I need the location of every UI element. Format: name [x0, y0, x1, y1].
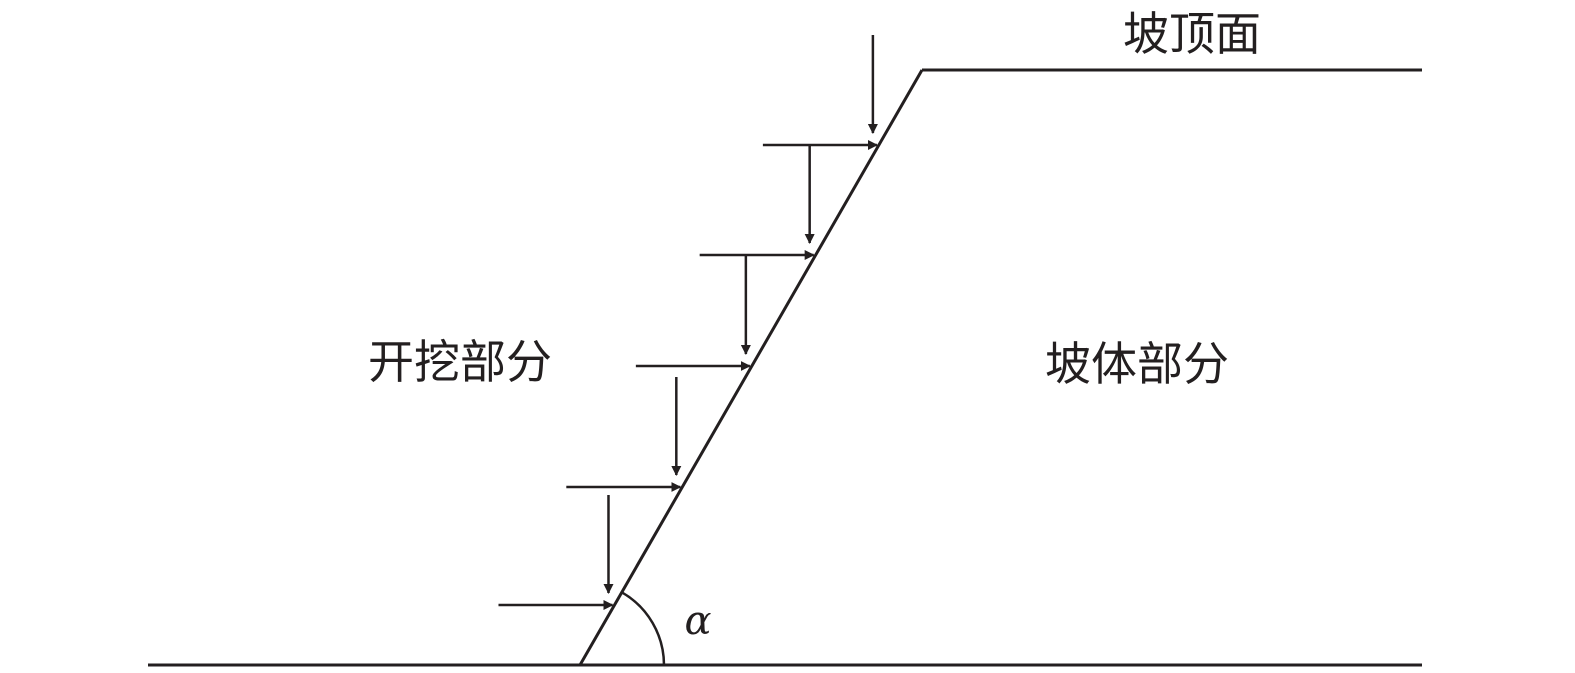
excavation-part-label: 开挖部分: [368, 335, 552, 389]
angle-label: α: [684, 598, 711, 644]
slope-body-part-label: 坡体部分: [1045, 337, 1229, 391]
load-arrows: [498, 35, 878, 610]
slope-face-line: [578, 69, 924, 666]
slope-top-label: 坡顶面: [1123, 7, 1261, 61]
angle-arc: [621, 591, 666, 666]
